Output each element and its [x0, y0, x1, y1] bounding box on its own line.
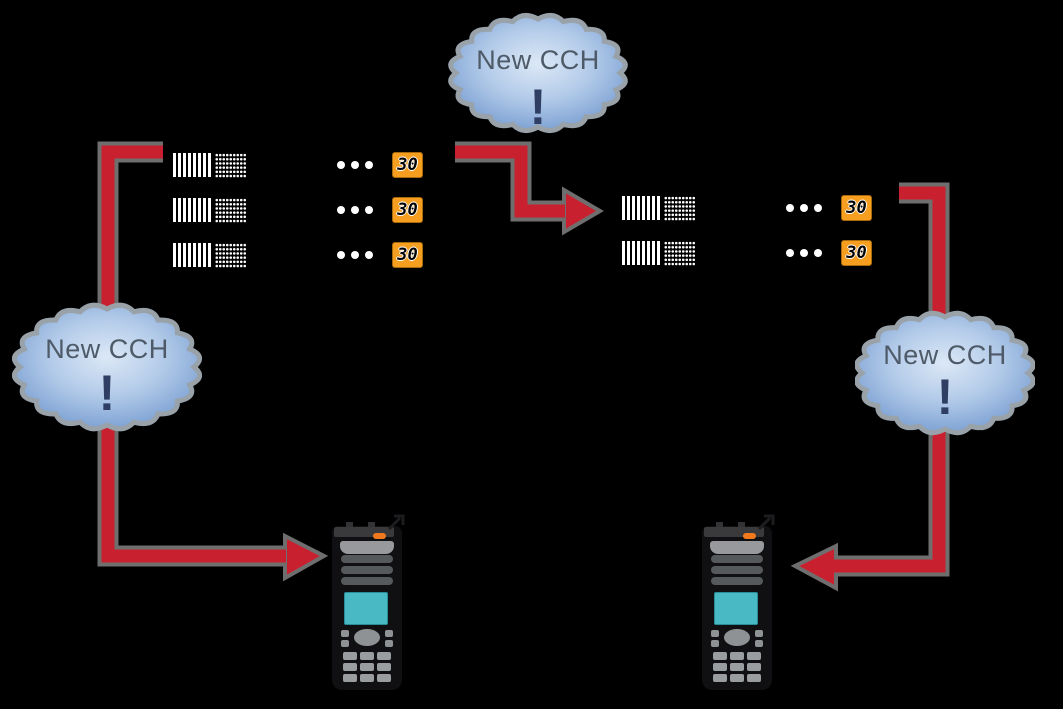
antenna-arrow-icon — [757, 514, 775, 531]
radio-keypad-key — [730, 674, 744, 682]
channel-bars-icon — [173, 243, 211, 267]
radio-side-key — [711, 640, 719, 647]
ellipsis-dots-icon — [337, 206, 373, 214]
exclamation-mark: ! — [936, 369, 954, 425]
radio-keypad-key — [360, 652, 374, 660]
radio-keypad-key — [747, 652, 761, 660]
right-site-channel-row: 30 — [622, 238, 872, 268]
portable-radio-right — [702, 514, 775, 690]
radio-keypad-key — [730, 652, 744, 660]
radio-knob — [368, 522, 375, 529]
cloud-label: New CCH — [476, 45, 600, 75]
radio-orange-button — [373, 533, 386, 539]
traffic-dots-icon — [664, 195, 695, 221]
radio-keypad-key — [377, 674, 391, 682]
radio-top-panel — [334, 527, 394, 537]
radio-screen — [714, 592, 758, 625]
radio-speaker-bar — [711, 555, 763, 563]
radio-nav-button — [724, 629, 750, 646]
radio-side-key — [385, 630, 393, 637]
radio-side-key — [341, 630, 349, 637]
radio-keypad-key — [360, 674, 374, 682]
radio-nav-button — [354, 629, 380, 646]
radio-side-key — [385, 640, 393, 647]
radio-keypad-key — [713, 674, 727, 682]
burst-cloud-icon — [855, 310, 1035, 436]
radio-side-key — [755, 640, 763, 647]
radio-keypad-key — [747, 674, 761, 682]
radio-knob — [346, 522, 353, 529]
ellipsis-dots-icon — [337, 251, 373, 259]
channel-number-badge: 30 — [841, 195, 872, 221]
channel-bars-icon — [173, 153, 211, 177]
burst-cloud-icon — [12, 302, 202, 432]
new-cch-callout-top: New CCH ! — [448, 12, 628, 134]
right-site-channel-row: 30 — [622, 193, 872, 223]
radio-keypad-key — [377, 652, 391, 660]
radio-speaker-bar — [341, 555, 393, 563]
radio-orange-button — [743, 533, 756, 539]
left-site-channel-row: 30 — [173, 195, 423, 225]
exclamation-mark: ! — [529, 79, 547, 135]
radio-top-panel — [704, 527, 764, 537]
radio-keypad-key — [377, 663, 391, 671]
radio-keypad-key — [713, 663, 727, 671]
radio-keypad-key — [343, 652, 357, 660]
channel-number-badge: 30 — [841, 240, 872, 266]
radio-speaker-bar — [341, 577, 393, 585]
radio-keypad-key — [730, 663, 744, 671]
radio-speaker-bar — [711, 566, 763, 574]
channel-number-badge: 30 — [392, 242, 423, 268]
new-cch-callout-right: New CCH ! — [855, 310, 1035, 436]
radio-speaker-bar — [711, 577, 763, 585]
portable-radio-left — [332, 514, 405, 690]
radio-speaker-bar — [341, 566, 393, 574]
exclamation-mark: ! — [98, 365, 116, 421]
traffic-dots-icon — [664, 240, 695, 266]
radio-speaker — [710, 541, 764, 554]
burst-cloud-icon — [448, 13, 628, 133]
ellipsis-dots-icon — [786, 249, 822, 257]
radio-side-key — [755, 630, 763, 637]
arrow-cch-handover-between-sites — [455, 141, 604, 236]
traffic-dots-icon — [215, 197, 246, 223]
antenna-arrow-icon — [387, 514, 405, 531]
radio-knob — [738, 522, 745, 529]
radio-keypad-key — [343, 663, 357, 671]
channel-number-badge: 30 — [392, 197, 423, 223]
traffic-dots-icon — [215, 242, 246, 268]
radio-keypad-key — [360, 663, 374, 671]
cloud-label: New CCH — [883, 340, 1007, 370]
ellipsis-dots-icon — [337, 161, 373, 169]
radio-side-key — [341, 640, 349, 647]
channel-bars-icon — [622, 241, 660, 265]
ellipsis-dots-icon — [786, 204, 822, 212]
radio-keypad-key — [343, 674, 357, 682]
channel-bars-icon — [173, 198, 211, 222]
radio-knob — [716, 522, 723, 529]
radio-screen — [344, 592, 388, 625]
left-site-channel-row: 30 — [173, 150, 423, 180]
left-site-channel-row: 30 — [173, 240, 423, 270]
channel-number-badge: 30 — [392, 152, 423, 178]
channel-bars-icon — [622, 196, 660, 220]
traffic-dots-icon — [215, 152, 246, 178]
cloud-label: New CCH — [45, 334, 169, 364]
radio-keypad-key — [747, 663, 761, 671]
radio-side-key — [711, 630, 719, 637]
radio-keypad-key — [713, 652, 727, 660]
new-cch-callout-left: New CCH ! — [12, 302, 202, 432]
radio-speaker — [340, 541, 394, 554]
